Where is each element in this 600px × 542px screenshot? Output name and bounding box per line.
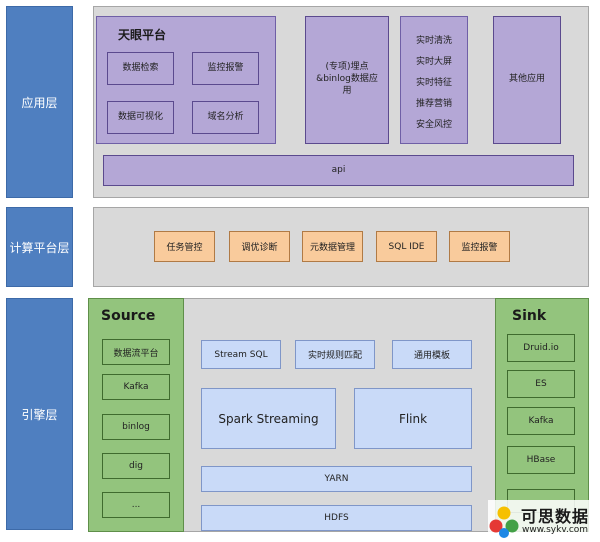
- source-item: Kafka: [102, 374, 170, 400]
- center-top-item: Stream SQL: [201, 340, 281, 369]
- layer-label-application: 应用层: [6, 6, 73, 198]
- tianyan-item: 数据检索: [107, 52, 174, 85]
- flink-box: Flink: [354, 388, 472, 449]
- source-item: ...: [102, 492, 170, 518]
- realtime-app-item: 安全风控: [415, 120, 452, 130]
- layer-label-compute: 计算平台层: [6, 207, 73, 287]
- hdfs-bar: HDFS: [201, 505, 472, 531]
- compute-item: 调优诊断: [229, 231, 290, 262]
- center-top-item: 通用模板: [392, 340, 472, 369]
- watermark-text: 可思数据: [521, 507, 590, 526]
- compute-item: 任务管控: [154, 231, 215, 262]
- compute-item: 监控报警: [449, 231, 510, 262]
- source-item: dig: [102, 453, 170, 479]
- sink-title: Sink: [512, 308, 547, 324]
- spark-streaming-box: Spark Streaming: [201, 388, 336, 449]
- tianyan-platform-title: 天眼平台: [118, 28, 167, 42]
- realtime-app-item: 推荐营销: [415, 99, 452, 109]
- tianyan-item: 域名分析: [192, 101, 259, 134]
- source-item: 数据流平台: [102, 339, 170, 365]
- sink-item: Druid.io: [507, 334, 575, 362]
- other-apps-box: 其他应用: [493, 16, 561, 144]
- watermark-url: www.sykv.com: [522, 525, 589, 535]
- sink-item: ES: [507, 370, 575, 398]
- compute-item: 元数据管理: [302, 231, 363, 262]
- tianyan-item: 数据可视化: [107, 101, 174, 134]
- center-top-item: 实时规则匹配: [295, 340, 375, 369]
- sink-item: HBase: [507, 446, 575, 474]
- sink-item: Kafka: [507, 407, 575, 435]
- realtime-app-item: 实时清洗: [415, 36, 452, 46]
- layer-label-engine: 引擎层: [6, 298, 73, 530]
- realtime-app-item: 实时特征: [415, 78, 452, 88]
- watermark-logo-icon: [489, 506, 519, 538]
- realtime-app-item: 实时大屏: [415, 57, 452, 67]
- watermark: 可思数据 www.sykv.com: [488, 500, 600, 542]
- special-binlog-box: (专项)埋点&binlog数据应用: [305, 16, 389, 144]
- realtime-apps-box: [400, 16, 468, 144]
- api-bar: api: [103, 155, 574, 186]
- source-item: binlog: [102, 414, 170, 440]
- yarn-bar: YARN: [201, 466, 472, 492]
- source-title: Source: [101, 308, 156, 324]
- tianyan-item: 监控报警: [192, 52, 259, 85]
- compute-item: SQL IDE: [376, 231, 437, 262]
